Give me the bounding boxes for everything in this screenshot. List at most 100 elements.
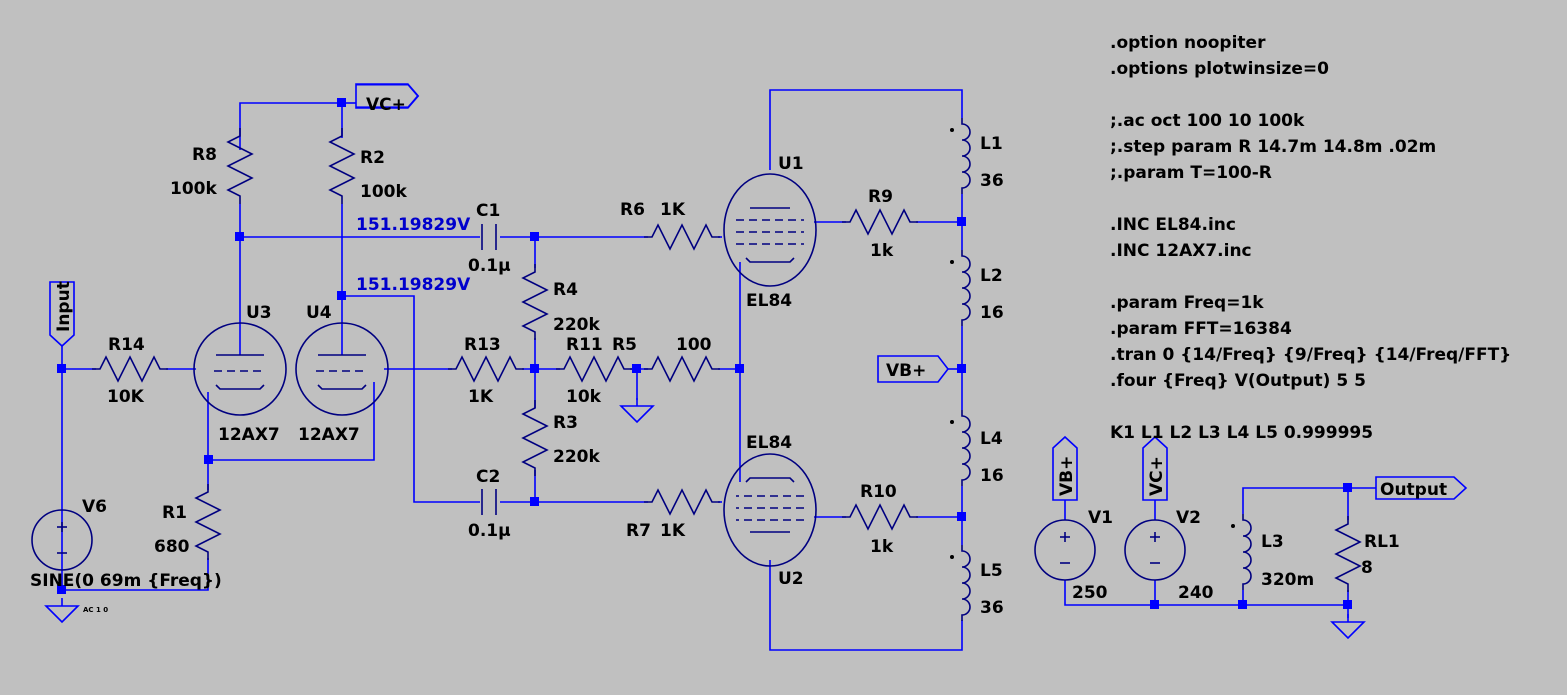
label-l2-value: 16 — [980, 303, 1004, 323]
label-r14-name: R14 — [108, 335, 145, 355]
vc-flag-label: VC+ — [366, 95, 406, 115]
inductor-l1[interactable] — [949, 117, 971, 195]
vc-flag-label-v2: VC+ — [1147, 456, 1167, 496]
label-v6-value: SINE(0 69m {Freq}) — [30, 571, 222, 591]
label-r2-name: R2 — [360, 148, 385, 168]
label-u4-name: U4 — [306, 303, 332, 323]
tube-u2[interactable] — [723, 453, 817, 567]
voltage-readout-u3: 151.19829V — [356, 215, 471, 235]
label-l3-name: L3 — [1261, 532, 1284, 552]
directive-line: ;.param T=100-R — [1110, 163, 1272, 183]
label-l3-value: 320m — [1261, 570, 1314, 590]
directive-line: .tran 0 {14/Freq} {9/Freq} {14/Freq/FFT} — [1110, 345, 1511, 365]
label-u4-model: 12AX7 — [298, 425, 360, 445]
label-u2-model: EL84 — [746, 433, 792, 453]
resistor-r1[interactable] — [195, 483, 221, 561]
label-l1-value: 36 — [980, 171, 1004, 191]
label-v2-name: V2 — [1176, 508, 1201, 528]
label-r11-name: R11 — [566, 335, 603, 355]
net-flag-vc-v2[interactable]: VC+ — [1142, 435, 1168, 501]
label-r14-value: 10K — [107, 387, 145, 407]
net-flag-vc-top[interactable]: VC+ — [355, 83, 420, 115]
label-r9-value: 1k — [870, 241, 894, 261]
inductor-l2[interactable] — [949, 249, 971, 327]
resistor-r5[interactable] — [643, 356, 721, 382]
label-r5-value: 100 — [676, 335, 712, 355]
directive-line: .param FFT=16384 — [1110, 319, 1292, 339]
input-flag-label: Input — [54, 281, 74, 332]
resistor-r6[interactable] — [643, 224, 721, 250]
label-r13-value: 1K — [468, 387, 494, 407]
directive-line: ;.ac oct 100 10 100k — [1110, 111, 1305, 131]
voltage-readout-u4: 151.19829V — [356, 275, 471, 295]
label-r5-name: R5 — [612, 335, 637, 355]
spice-directives[interactable]: .option noopiter.options plotwinsize=0;.… — [1110, 33, 1511, 443]
resistor-r7[interactable] — [643, 489, 721, 515]
directive-line: .param Freq=1k — [1110, 293, 1264, 313]
resistor-r3[interactable] — [522, 399, 548, 477]
inductor-l5[interactable] — [949, 544, 971, 622]
label-rl1-value: 8 — [1361, 558, 1373, 578]
label-r13-name: R13 — [464, 335, 501, 355]
net-flag-vb-mid[interactable]: VB+ — [877, 355, 950, 383]
label-r8-value: 100k — [170, 179, 217, 199]
resistor-r2[interactable] — [329, 127, 355, 205]
inductor-l3[interactable] — [1230, 513, 1252, 591]
vb-flag-label: VB+ — [886, 361, 926, 381]
label-r1-value: 680 — [154, 537, 190, 557]
label-u2-name: U2 — [778, 569, 804, 589]
label-r6-name: R6 — [620, 200, 645, 220]
label-u1-model: EL84 — [746, 291, 792, 311]
label-v6-name: V6 — [82, 497, 107, 517]
label-l4-value: 16 — [980, 466, 1004, 486]
label-c2-value: 0.1µ — [468, 521, 511, 541]
label-c1-value: 0.1µ — [468, 256, 511, 276]
component-labels: R8 100k R2 100k R14 10K R1 680 R4 220k R… — [30, 134, 1400, 618]
label-r1-name: R1 — [162, 503, 187, 523]
ground-icon — [45, 597, 79, 623]
label-r4-value: 220k — [553, 315, 600, 335]
resistor-r13[interactable] — [447, 356, 525, 382]
inductor-l4[interactable] — [949, 409, 971, 487]
directive-line: ;.step param R 14.7m 14.8m .02m — [1110, 137, 1436, 157]
label-u1-name: U1 — [778, 154, 804, 174]
capacitor-c2[interactable] — [481, 489, 497, 515]
label-v6-ac: AC 1 0 — [83, 606, 108, 614]
label-u3-model: 12AX7 — [218, 425, 280, 445]
directive-line: .INC EL84.inc — [1110, 215, 1236, 235]
label-r3-name: R3 — [553, 413, 578, 433]
label-r8-name: R8 — [192, 145, 217, 165]
label-l4-name: L4 — [980, 429, 1003, 449]
label-l5-value: 36 — [980, 598, 1004, 618]
vb-flag-label-v1: VB+ — [1057, 456, 1077, 496]
net-flag-vb-v1[interactable]: VB+ — [1052, 435, 1078, 501]
label-r3-value: 220k — [553, 447, 600, 467]
resistor-r11[interactable] — [555, 356, 633, 382]
label-v1-name: V1 — [1088, 508, 1113, 528]
output-flag-label: Output — [1380, 480, 1447, 500]
capacitor-c1[interactable] — [481, 224, 497, 250]
resistor-r9[interactable] — [841, 209, 919, 235]
label-r4-name: R4 — [553, 280, 578, 300]
source-v1[interactable] — [1034, 519, 1096, 581]
label-v2-value: 240 — [1178, 583, 1214, 603]
net-flag-output[interactable]: Output — [1375, 476, 1468, 500]
directive-line: .option noopiter — [1110, 33, 1266, 53]
source-v2[interactable] — [1124, 519, 1186, 581]
net-flag-input[interactable]: Input — [49, 281, 75, 348]
resistor-r4[interactable] — [522, 263, 548, 341]
junction-dots — [57, 98, 1352, 609]
resistor-r10[interactable] — [841, 504, 919, 530]
label-r10-name: R10 — [860, 482, 897, 502]
label-v1-value: 250 — [1072, 583, 1108, 603]
label-r6-value: 1K — [660, 200, 686, 220]
label-l1-name: L1 — [980, 134, 1003, 154]
label-r11-value: 10k — [566, 387, 602, 407]
resistor-r14[interactable] — [91, 356, 169, 382]
resistor-rl1[interactable] — [1335, 515, 1361, 593]
ground-icon — [620, 397, 654, 423]
label-r7-name: R7 — [626, 521, 651, 541]
label-c1-name: C1 — [476, 201, 500, 221]
tube-u1[interactable] — [723, 173, 817, 287]
